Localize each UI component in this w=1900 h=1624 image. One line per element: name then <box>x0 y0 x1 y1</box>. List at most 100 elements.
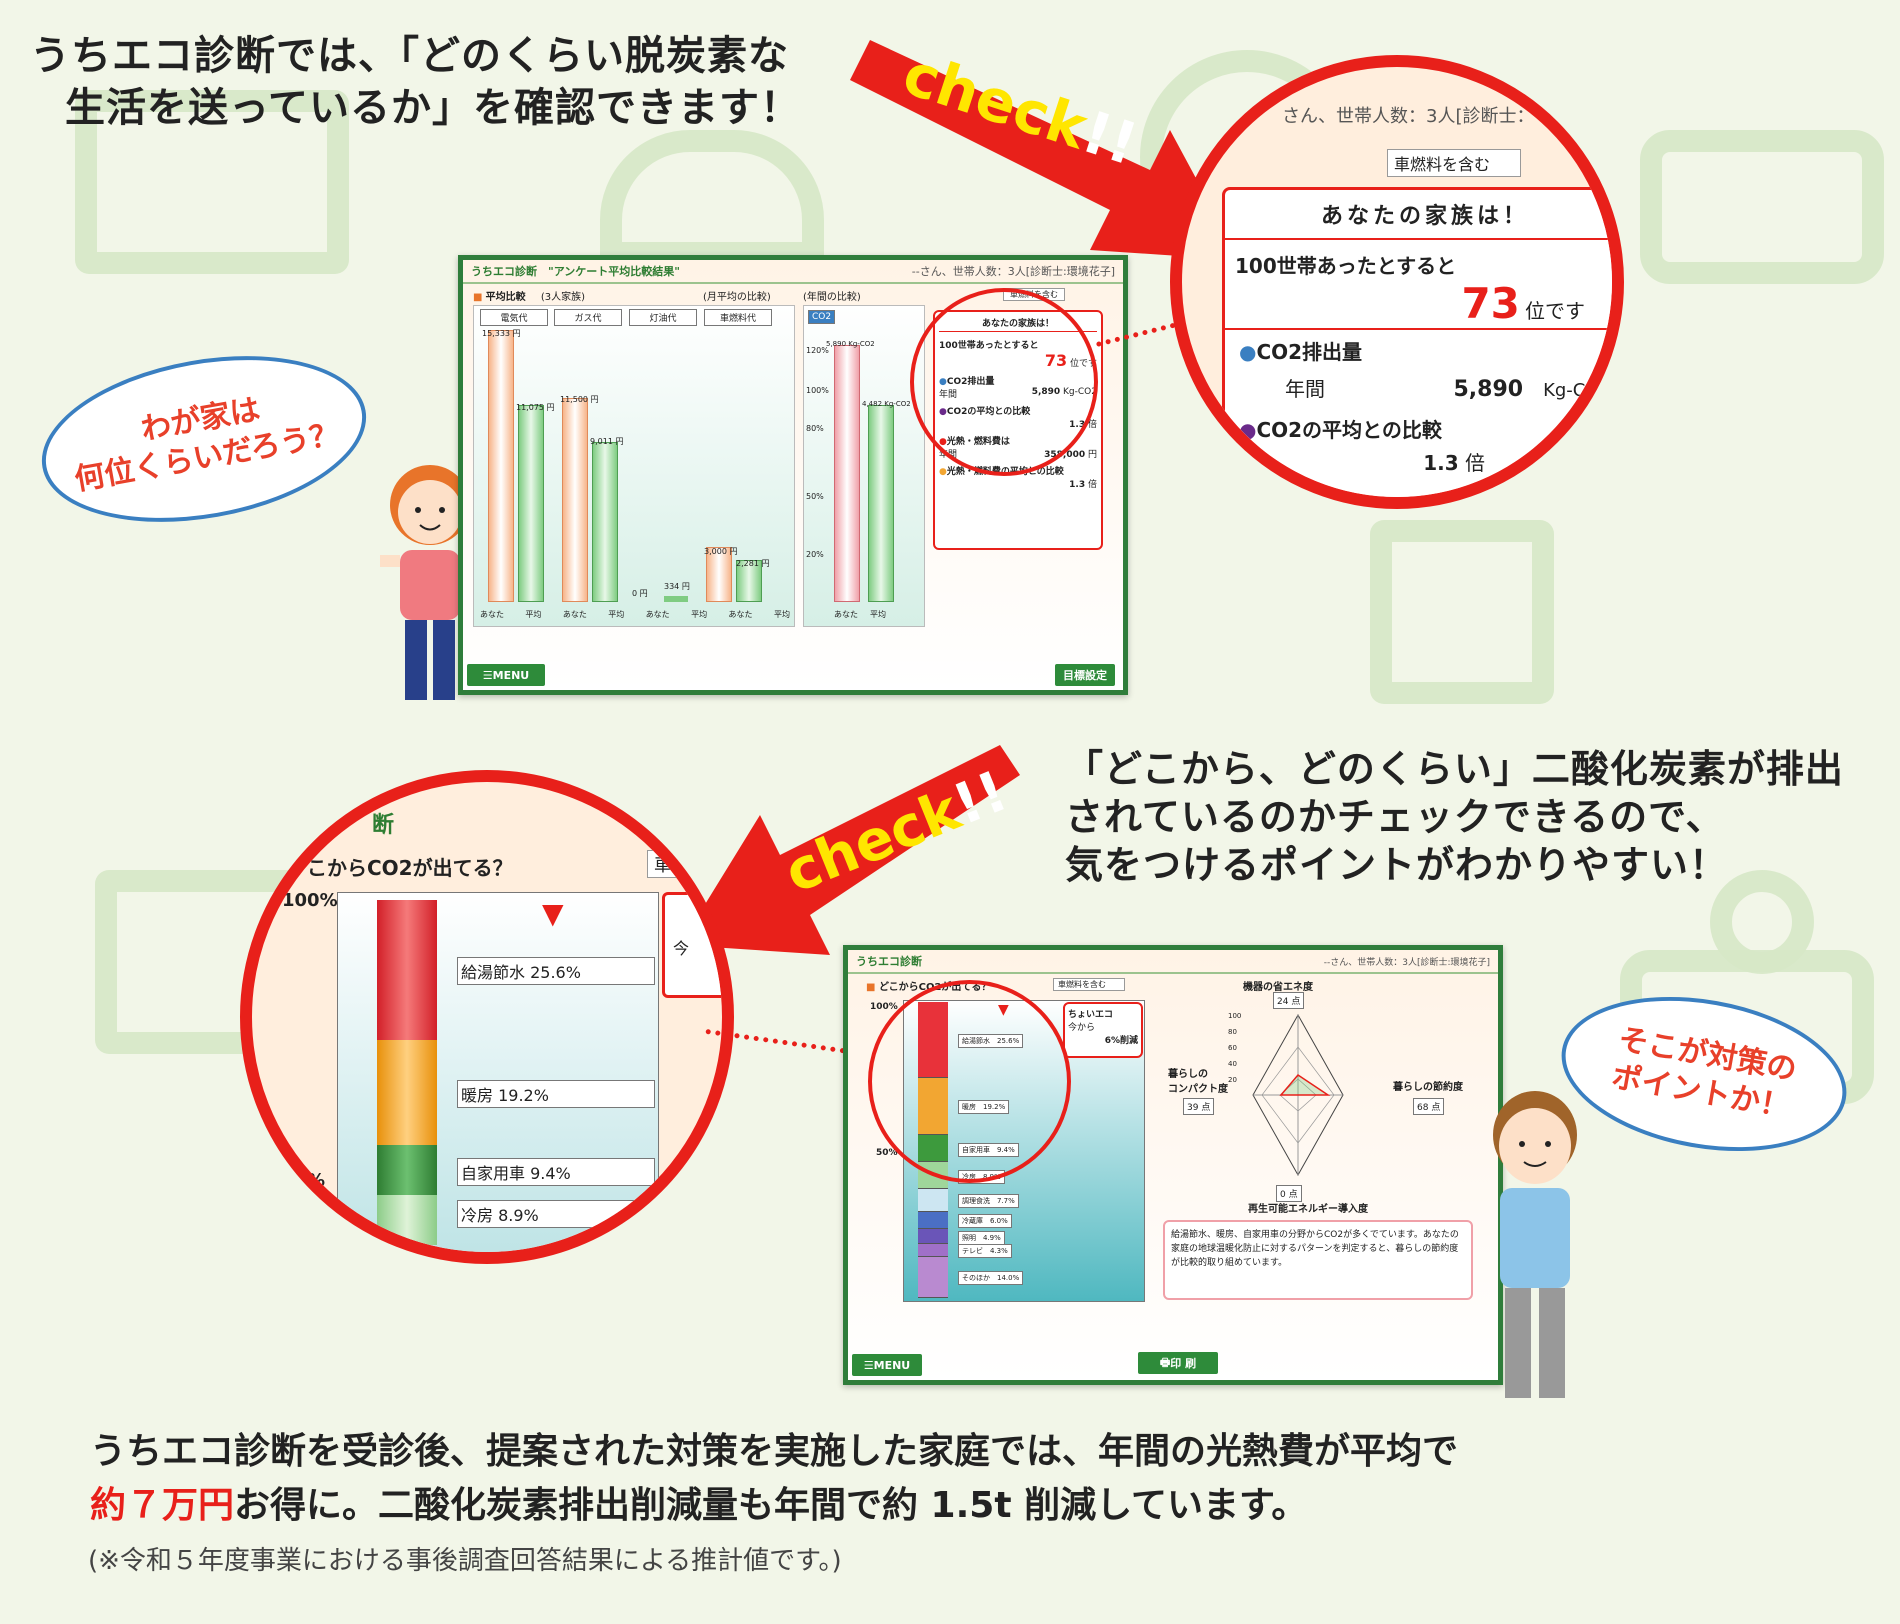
menu-button[interactable]: ☰ MENU <box>467 664 545 686</box>
bar-value-gas-avg: 9,011 円 <box>590 437 624 446</box>
tab-kerosene[interactable]: 灯油代 <box>629 309 697 326</box>
bottom-highlight: 約７万円 <box>90 1485 235 1526</box>
pct-tick: 100% <box>806 386 829 395</box>
zoom2-select-stub[interactable]: 車 <box>647 850 679 878</box>
man-character <box>1493 1091 1577 1398</box>
bar-value-car-avg: 2,281 円 <box>736 559 770 568</box>
fridge-icon <box>1370 520 1554 704</box>
goal-label: 目標設定 <box>1063 669 1107 682</box>
tv-icon <box>75 90 349 274</box>
tab-car-fuel[interactable]: 車燃料代 <box>704 309 772 326</box>
pct-tick: 80% <box>806 424 824 433</box>
zoom-circle-top: さん、世帯人数：3人[診断士： 車燃料を含む あなたの家族は！ 100世帯あった… <box>1170 55 1624 509</box>
bottom-note: (※令和５年度事業における事後調査回答結果による推計値です。) <box>88 1546 842 1576</box>
menu-button-2[interactable]: ☰ MENU <box>852 1354 922 1376</box>
radar-unit-3: 点 <box>1431 1103 1441 1113</box>
bar-gas-you <box>562 398 588 602</box>
bar-gas-avg <box>592 442 618 602</box>
screen2-header: うちエコ診断 --さん、世帯人数：3人[診断士:環境花子] <box>848 950 1498 974</box>
check-arrow-top <box>850 40 1240 260</box>
radar-bottom-value: 0 点 <box>1276 1185 1302 1202</box>
times-small-2: 倍 <box>1087 480 1097 490</box>
zoom2-label-1: 給湯節水 25.6% <box>457 957 655 985</box>
tab-gas[interactable]: ガス代 <box>554 309 622 326</box>
co2-chart: CO2 120% 100% 80% 50% 20% 5,890 Kg-CO2 4… <box>803 305 925 627</box>
x-label: あなた <box>480 610 504 619</box>
pct-tick: 50% <box>806 492 824 501</box>
cost-value-small: 358,000 <box>1044 450 1086 460</box>
radar-top-value: 24 点 <box>1273 992 1305 1009</box>
x-label: あなた <box>562 610 587 619</box>
bar-value-car-you: 3,000 円 <box>704 547 738 556</box>
headline-top-line1: うちエコ診断では、「どのくらい脱炭素な <box>30 33 789 79</box>
radar-tick: 60 <box>1228 1044 1237 1052</box>
bar-value-kerosene-avg: 334 円 <box>664 582 690 591</box>
zoom2-stack-segment-3 <box>377 1145 437 1195</box>
radar-tick: 20 <box>1228 1076 1237 1084</box>
monthly-label: (月平均の比較) <box>703 292 771 303</box>
radar-right-value: 68 点 <box>1413 1098 1445 1115</box>
screen2-pct-100: 100% <box>870 1002 898 1012</box>
screen2-select[interactable]: 車燃料を含む <box>1053 978 1125 991</box>
zoom2-pct-100: 100% <box>282 890 338 911</box>
x-label: 平均 <box>870 610 886 619</box>
headline-mid-line3: 気をつけるポイントがわかりやすい！ <box>1065 843 1729 887</box>
co2-breakdown-screen: うちエコ診断 --さん、世帯人数：3人[診断士:環境花子] ■ どこからCO2が… <box>843 945 1503 1385</box>
x-label: 平均 <box>525 610 542 619</box>
speech-bubble-woman: わが家は 何位くらいだろう？ <box>28 332 380 546</box>
headline-mid: 「どこから、どのくらい」二酸化炭素が排出 されているのかチェックできるので、 気… <box>1065 745 1844 889</box>
woman-character <box>380 465 480 700</box>
zoom2-pct-50: 50% <box>282 1170 326 1191</box>
zoom2-stack-segment-2 <box>377 1040 437 1145</box>
stack-segment-9 <box>918 1256 948 1298</box>
co2-bar-you <box>834 345 860 602</box>
comparison-screen: うちエコ診断 "アンケート平均比較結果" --さん、世帯人数：3人[診断士:環境… <box>458 255 1128 695</box>
bottom-line2: お得に。二酸化炭素排出削減量も年間で約 1.5t 削減しています。 <box>234 1485 1308 1526</box>
x-label: あなた <box>645 610 670 619</box>
zoom-compare-value: 1.3 <box>1423 451 1459 475</box>
zoom-co2-value: 5,890 <box>1453 377 1524 402</box>
zoom2-header: 断 <box>372 813 395 838</box>
print-button[interactable]: 🖶 印 刷 <box>1138 1352 1218 1374</box>
zoom2-label-3: 自家用車 9.4% <box>457 1158 655 1186</box>
screen1-app-title: うちエコ診断 <box>471 265 537 278</box>
zoom-rank-label: 100世帯あったとすると <box>1235 254 1457 278</box>
zoom-compare-label: CO2の平均との比較 <box>1256 418 1442 442</box>
annual-label: (年間の比較) <box>803 292 861 303</box>
radar-left-number: 39 <box>1187 1103 1199 1113</box>
x-label: あなた <box>834 610 858 619</box>
co2-bar-avg <box>868 405 894 602</box>
highlight-circle-small <box>910 288 1098 476</box>
zoom2-down-arrow: ▼ <box>542 897 564 930</box>
bar-electricity-you <box>488 330 514 602</box>
radar-unit-2: 点 <box>1201 1103 1211 1113</box>
radar-tick: 100 <box>1228 1012 1242 1020</box>
radar-right-label: 暮らしの節約度 <box>1393 1082 1463 1093</box>
zoom-select[interactable]: 車燃料を含む <box>1387 149 1522 177</box>
zoom-header: さん、世帯人数：3人[診断士： <box>1282 106 1535 127</box>
car-icon <box>1640 130 1884 284</box>
x-label: 平均 <box>691 610 708 619</box>
zoom2-label-4: 冷房 8.9% <box>457 1200 655 1228</box>
zoom-times: 倍 <box>1465 451 1485 475</box>
bar-car-avg <box>736 560 762 602</box>
radar-bottom-number: 0 <box>1280 1190 1286 1200</box>
radar-unit-4: 点 <box>1288 1190 1298 1200</box>
zoom-rank-suffix: 位です <box>1525 299 1585 323</box>
x-axis-labels: あなた 平均 あなた 平均 あなた 平均 あなた 平均 <box>480 609 790 620</box>
radar-top-number: 24 <box>1277 997 1289 1007</box>
stack-label-9: そのほか 14.0% <box>958 1271 1024 1286</box>
household-size: (3人家族) <box>540 292 585 303</box>
screen1-section-label: ■ 平均比較 (3人家族) <box>473 292 585 303</box>
screen1-page-title: "アンケート平均比較結果" <box>548 265 681 278</box>
eco-panel: ちょいエコ 今から 6%削減 <box>1063 1002 1143 1058</box>
zoom2-section: こからCO2が出てる？ <box>307 856 513 880</box>
tab-electricity[interactable]: 電気代 <box>480 309 548 326</box>
zoom-co2-unit: Kg-CO2 <box>1543 380 1611 401</box>
eco-title: ちょいエコ <box>1068 1010 1114 1020</box>
goal-setting-button[interactable]: 目標設定 <box>1055 664 1115 686</box>
radar-left-label: 暮らしの コンパクト度 <box>1168 1069 1228 1095</box>
co2-tab[interactable]: CO2 <box>808 310 836 324</box>
stack-segment-6 <box>918 1211 948 1230</box>
section-left-title: 平均比較 <box>485 292 526 303</box>
